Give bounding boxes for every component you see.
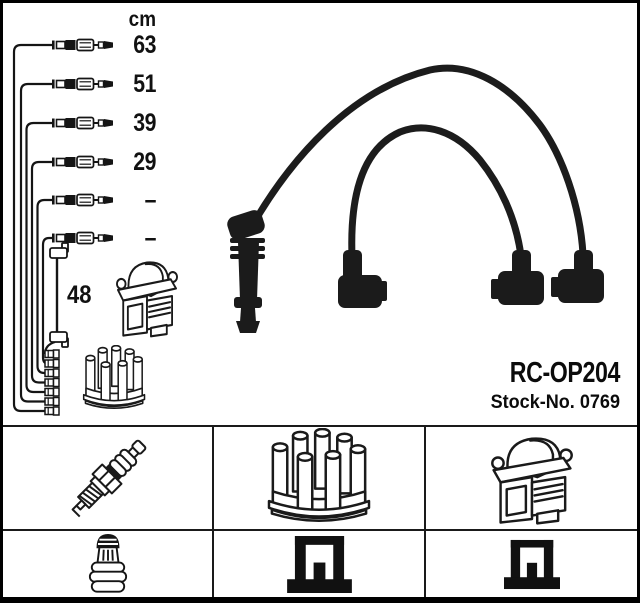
din-connector-icon xyxy=(503,539,560,589)
bundle-end-stub xyxy=(44,368,60,378)
length-unit-header: cm xyxy=(128,8,156,31)
spark-plug-icon xyxy=(63,433,153,523)
coil-lead-length: 48 xyxy=(67,281,92,309)
lead-length-value: – xyxy=(144,224,157,252)
stock-number: Stock-No. 0769 xyxy=(490,392,620,413)
distributor-cap-icon xyxy=(267,428,371,523)
product-code: RC-OP204 xyxy=(509,357,621,389)
diagram-top-section: cm 63 51 39 29 – – 48 xyxy=(3,3,637,425)
lead-row-art xyxy=(51,155,114,169)
din-connector-icon xyxy=(286,535,352,593)
bundle-end-stub xyxy=(44,396,60,407)
lead-length-value: – xyxy=(144,186,157,214)
bundle-end-stub xyxy=(44,377,60,388)
grid-cell-din-connector-2 xyxy=(426,531,637,597)
lead-row-art xyxy=(51,38,114,52)
grid-cell-terminal-nut xyxy=(3,531,214,597)
elbow-plug-boot xyxy=(491,250,544,305)
ignition-coil-icon xyxy=(490,437,573,525)
elbow-plug-boot xyxy=(551,250,604,303)
lead-length-value: 29 xyxy=(133,148,156,176)
grid-cell-ignition-coil xyxy=(426,427,637,531)
bundle-end-stub xyxy=(44,358,60,369)
lead-row-art xyxy=(51,193,114,207)
distributor-cap-drawing xyxy=(82,345,146,410)
lead-row-art xyxy=(51,77,114,91)
lead-length-value: 51 xyxy=(133,70,156,98)
component-grid xyxy=(3,425,637,597)
grid-cell-spark-plug xyxy=(3,427,214,531)
bundle-end-stub xyxy=(44,406,60,416)
cable-photo xyxy=(227,64,604,333)
grid-cell-din-connector-1 xyxy=(214,531,426,597)
terminal-nut-icon xyxy=(88,533,127,593)
elbow-plug-boot xyxy=(338,250,387,308)
straight-plug-boot xyxy=(227,210,265,333)
lead-length-value: 39 xyxy=(133,109,156,137)
lead-set-line-art xyxy=(12,38,179,416)
cable-arcs xyxy=(248,64,587,260)
grid-cell-distributor-cap xyxy=(214,427,426,531)
lead-length-value: 63 xyxy=(133,31,156,59)
harness-bundle-lines xyxy=(12,43,56,413)
coil-lead-art xyxy=(49,242,69,348)
lead-row-art xyxy=(51,231,114,245)
bundle-end-stub xyxy=(44,349,60,359)
lead-row-art xyxy=(51,116,114,130)
bundle-end-stub xyxy=(44,387,60,397)
ignition-coil-drawing xyxy=(115,261,179,338)
